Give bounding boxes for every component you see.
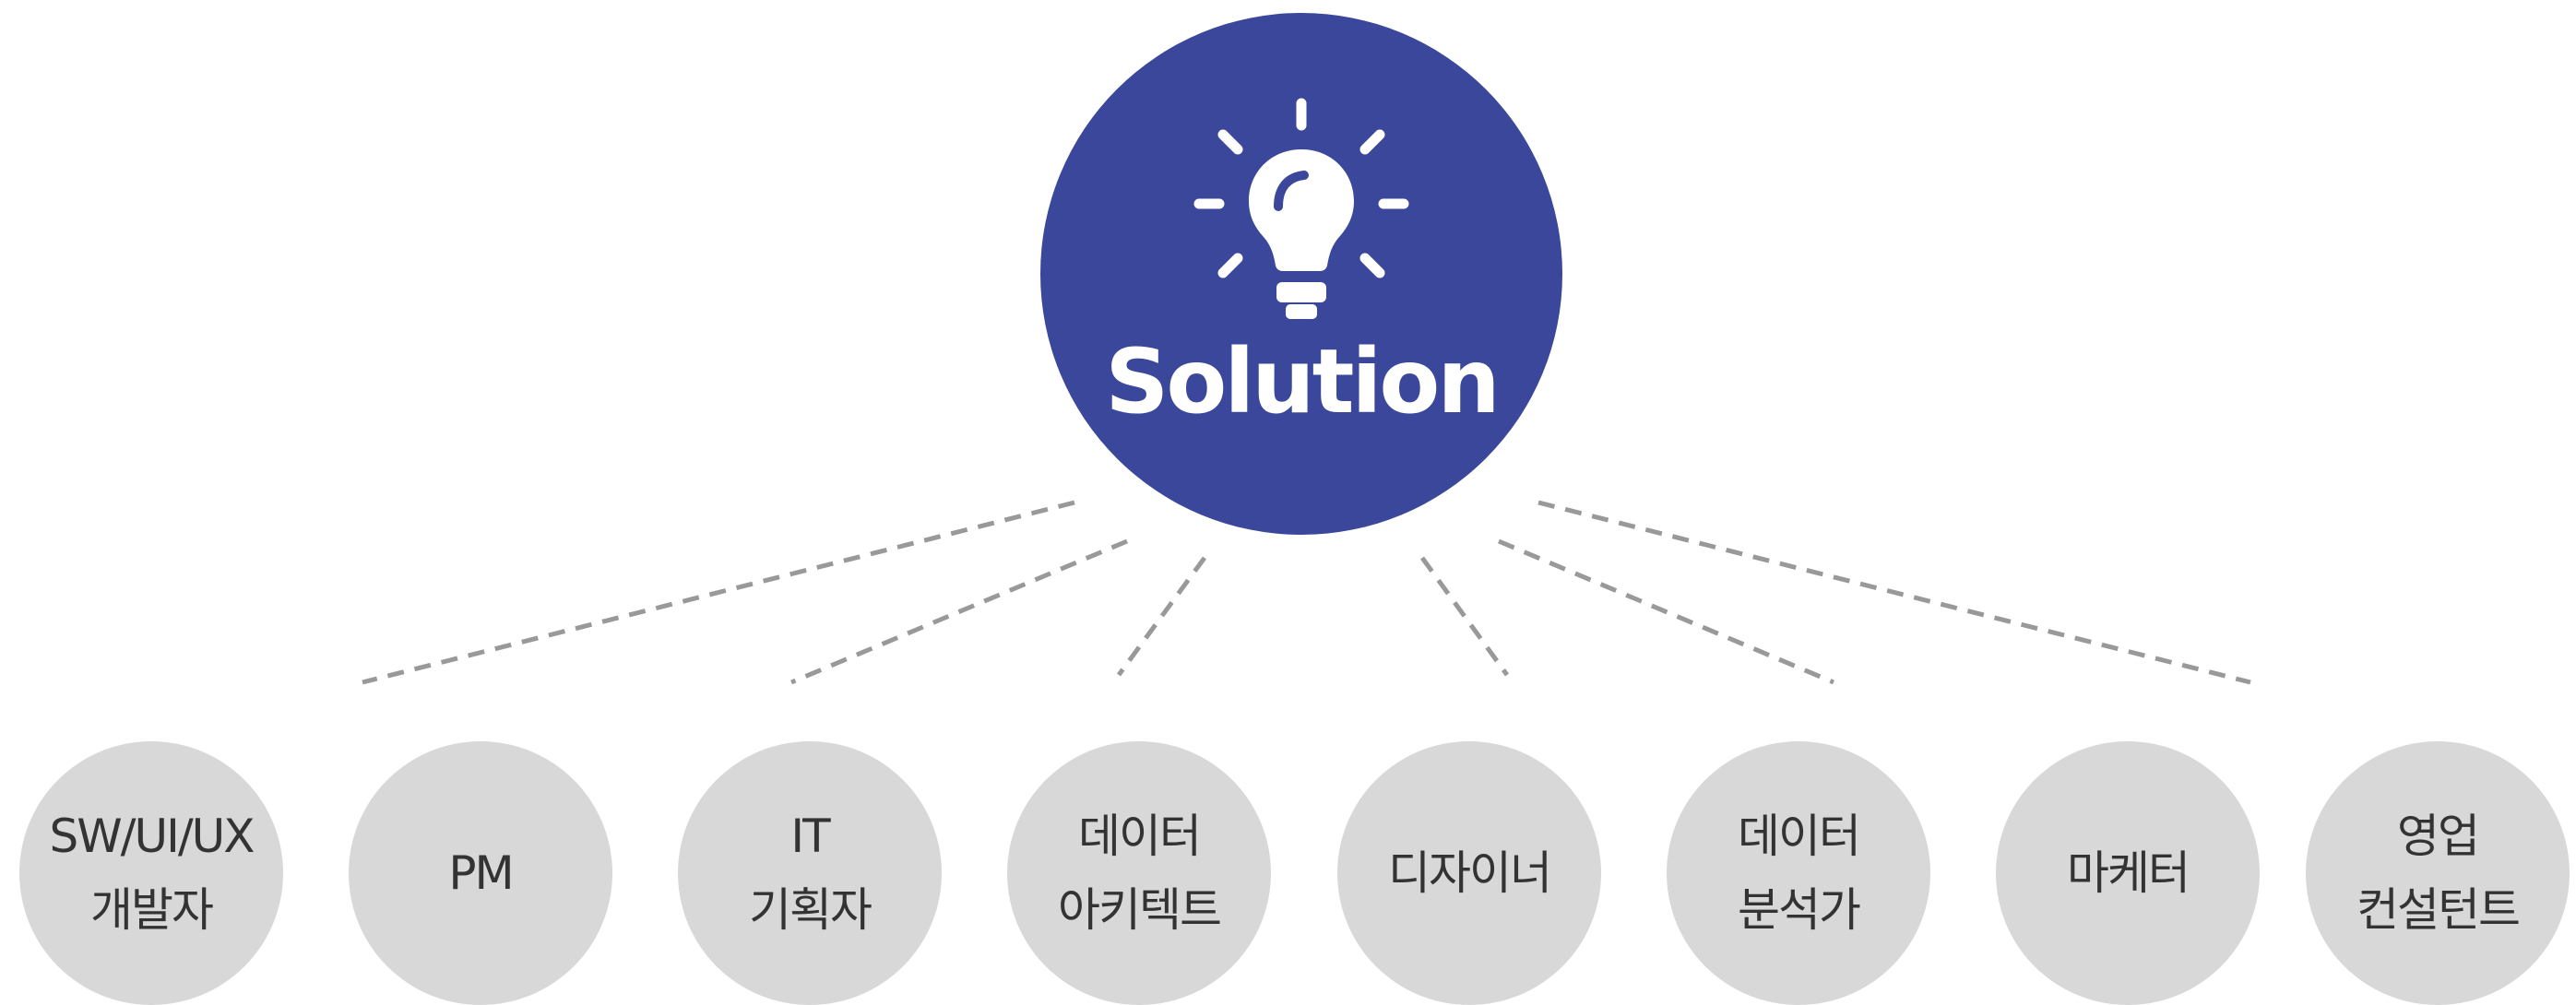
- connector-line: [1498, 538, 1834, 685]
- lightbulb-icon: [1193, 98, 1409, 319]
- role-label-line1: 데이터: [1738, 810, 1861, 863]
- role-label-line1: IT: [790, 810, 830, 863]
- connector-line: [362, 500, 1075, 685]
- connector-line: [1116, 556, 1207, 677]
- role-node: 데이터 분석가: [1667, 741, 1930, 1005]
- role-node: PM: [349, 741, 612, 1005]
- role-label-line2: 아키텍트: [1058, 883, 1222, 937]
- role-node: 마케터: [1996, 741, 2260, 1005]
- hub-title: Solution: [1105, 330, 1500, 433]
- connector-line: [790, 538, 1128, 685]
- role-node: SW/UI/UX 개발자: [19, 741, 283, 1005]
- solution-hub: Solution: [1040, 13, 1562, 535]
- connector-line: [1537, 500, 2251, 685]
- role-node: 영업 컨설턴트: [2306, 741, 2570, 1005]
- role-label-line1: SW/UI/UX: [49, 810, 255, 863]
- role-label-line1: 영업: [2397, 810, 2480, 863]
- role-label-line1: 데이터: [1078, 810, 1202, 863]
- connector-line: [1419, 556, 1510, 677]
- role-node: 데이터 아키텍트: [1007, 741, 1271, 1005]
- role-label-line2: 컨설턴트: [2356, 883, 2521, 937]
- role-label-line2: 개발자: [90, 883, 214, 937]
- role-label-line1: 마케터: [2067, 846, 2190, 900]
- role-label-line1: PM: [448, 846, 514, 900]
- role-node: IT 기획자: [678, 741, 942, 1005]
- role-label-line2: 기획자: [749, 883, 873, 937]
- role-node: 디자이너: [1337, 741, 1601, 1005]
- role-label-line2: 분석가: [1738, 883, 1861, 937]
- role-label-line1: 디자이너: [1388, 846, 1552, 900]
